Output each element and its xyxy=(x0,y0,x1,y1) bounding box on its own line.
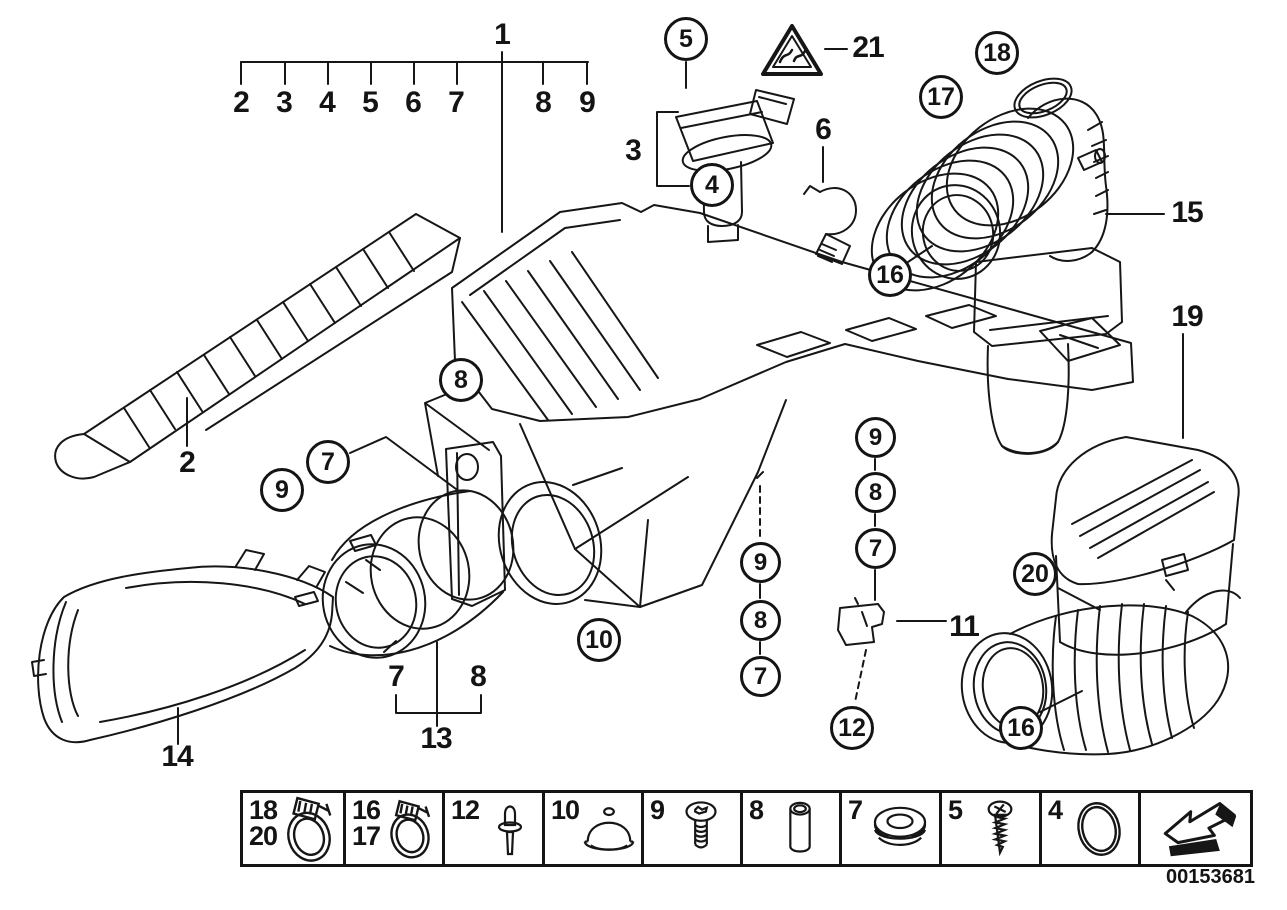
index-bracket-lines xyxy=(241,52,588,232)
legend-label: 8 xyxy=(749,795,764,825)
balloon-connector-lines xyxy=(760,459,875,702)
page-arrow-icon[interactable] xyxy=(1158,795,1238,863)
hose-clamp-icon xyxy=(280,794,338,864)
legend-label: 16 xyxy=(352,795,381,825)
tapping-screw-icon xyxy=(983,800,1017,858)
mounting-bracket-clamp-assembly-drawing xyxy=(295,394,523,726)
balloon-5[interactable]: 5 xyxy=(664,17,708,61)
balloon-8-col1[interactable]: 8 xyxy=(855,472,896,513)
callout-row-6: 6 xyxy=(405,86,422,119)
callout-row-7: 7 xyxy=(448,86,465,119)
legend-label: 17 xyxy=(352,821,381,852)
balloon-4[interactable]: 4 xyxy=(690,163,734,207)
legend-cell-8: 8 xyxy=(743,793,842,864)
balloon-9-left[interactable]: 9 xyxy=(260,468,304,512)
callout-row-4: 4 xyxy=(319,86,336,119)
o-ring-icon xyxy=(1073,799,1125,859)
legend-label: 10 xyxy=(551,795,580,825)
callout-row-8: 8 xyxy=(535,86,552,119)
hose-clip-drawing xyxy=(804,147,856,264)
callout-19: 19 xyxy=(1171,300,1203,333)
legend-cell-5: 5 xyxy=(942,793,1042,864)
balloon-7-col1[interactable]: 7 xyxy=(855,528,896,569)
legend-cell-9: 9 xyxy=(644,793,743,864)
legend-label: 4 xyxy=(1048,795,1063,825)
balloon-9-col1[interactable]: 9 xyxy=(855,417,896,458)
legend-cell-continuation[interactable] xyxy=(1141,793,1250,864)
sleeve-icon xyxy=(786,800,814,858)
balloon-8-col2[interactable]: 8 xyxy=(740,600,781,641)
callout-row-3: 3 xyxy=(276,86,293,119)
callout-3: 3 xyxy=(625,134,642,167)
maf-sensor-drawing xyxy=(657,62,794,242)
legend-cell-4: 4 xyxy=(1042,793,1141,864)
callout-2: 2 xyxy=(179,446,196,479)
callout-1: 1 xyxy=(494,18,511,51)
callout-14: 14 xyxy=(161,740,193,773)
callout-row-2: 2 xyxy=(233,86,250,119)
legend-label: 7 xyxy=(848,795,863,825)
callout-row-9: 9 xyxy=(579,86,596,119)
intake-duct-drawing xyxy=(32,550,333,744)
dome-grommet-icon xyxy=(581,800,637,858)
callout-11: 11 xyxy=(949,610,980,643)
legend-label: 12 xyxy=(451,795,480,825)
balloon-16-lower[interactable]: 16 xyxy=(999,706,1043,750)
legend-label: 20 xyxy=(249,821,278,852)
legend-cell-12: 12 xyxy=(445,793,545,864)
grommet-icon xyxy=(869,803,931,855)
balloon-8-left[interactable]: 8 xyxy=(439,358,483,402)
upper-bellows-duct-drawing xyxy=(849,71,1164,454)
balloon-12[interactable]: 12 xyxy=(830,706,874,750)
legend-cell-10: 10 xyxy=(545,793,644,864)
lower-elbow-bellows-drawing xyxy=(955,590,1240,754)
balloon-16-upper[interactable]: 16 xyxy=(868,253,912,297)
balloon-7-left[interactable]: 7 xyxy=(306,440,350,484)
callout-15: 15 xyxy=(1171,196,1203,229)
legend-cell-7: 7 xyxy=(842,793,942,864)
callout-row-5: 5 xyxy=(362,86,379,119)
balloon-20[interactable]: 20 xyxy=(1013,552,1057,596)
callout-8-of-13: 8 xyxy=(470,660,487,693)
balloon-7-col2[interactable]: 7 xyxy=(740,656,781,697)
balloon-17[interactable]: 17 xyxy=(919,75,963,119)
air-filter-element-drawing xyxy=(55,214,460,479)
balloon-18[interactable]: 18 xyxy=(975,31,1019,75)
legend-label: 5 xyxy=(948,795,963,825)
callout-7-of-13: 7 xyxy=(388,660,405,693)
callout-21: 21 xyxy=(852,31,884,64)
legend-label: 9 xyxy=(650,795,665,825)
plate-number: 00153681 xyxy=(1166,866,1255,888)
legend-label: 18 xyxy=(249,795,278,825)
callout-13: 13 xyxy=(420,722,452,755)
balloon-9-col2[interactable]: 9 xyxy=(740,542,781,583)
callout-6: 6 xyxy=(815,113,832,146)
torx-screw-icon xyxy=(681,800,721,858)
balloon-10[interactable]: 10 xyxy=(577,618,621,662)
intake-silencer-housing-drawing xyxy=(452,203,1133,617)
rivet-icon xyxy=(497,798,523,860)
recycling-triangle-icon xyxy=(763,26,847,74)
bracket-clip-11-drawing xyxy=(838,598,946,645)
hose-clamp-icon xyxy=(384,796,436,862)
